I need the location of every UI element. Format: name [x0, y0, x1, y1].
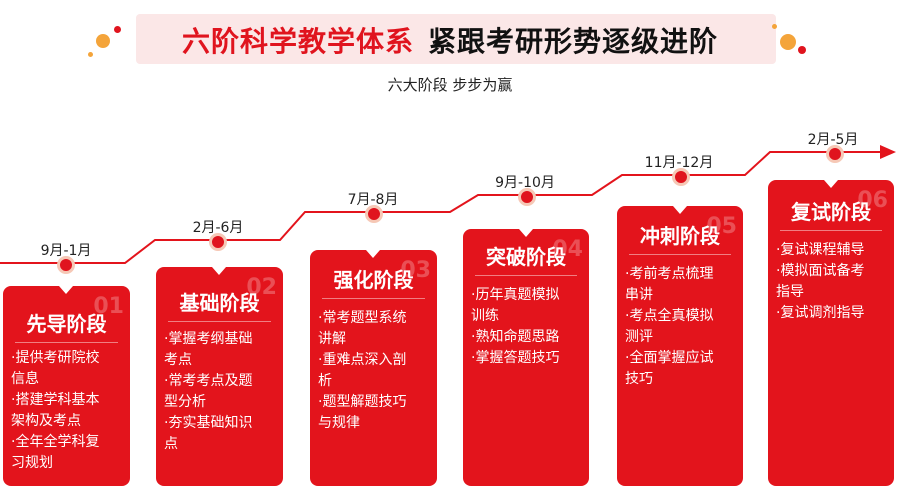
- stage-item: ·考点全真模拟: [625, 308, 714, 324]
- timeline-dot: [518, 188, 536, 206]
- card-notch: [59, 286, 73, 294]
- stage-name: 强化阶段: [333, 268, 414, 292]
- stage-item: ·历年真题模拟: [471, 287, 560, 303]
- card-divider: [168, 321, 271, 322]
- timeline-step-line: [0, 151, 885, 264]
- card-notch: [519, 229, 533, 237]
- stage-item: ·夯实基础知识: [164, 415, 253, 431]
- stage-item: 架构及考点: [11, 413, 81, 429]
- stage-item: ·搭建学科基本: [11, 392, 100, 408]
- stage-item: 析: [318, 373, 332, 389]
- stage-item: ·题型解题技巧: [318, 394, 407, 410]
- stage-item: ·熟知命题思路: [471, 329, 560, 345]
- stage-number: 02: [246, 275, 277, 300]
- stage-item: 型分析: [164, 394, 206, 410]
- stage-items: ·考前考点梳理 串讲 ·考点全真模拟 测评 ·全面掌握应试 技巧: [625, 264, 737, 390]
- stage-item: 讲解: [318, 331, 346, 347]
- card-divider: [629, 254, 731, 255]
- stage-date: 11月-12月: [644, 155, 714, 171]
- stage-item: 训练: [471, 308, 499, 324]
- stage-items: ·复试课程辅导 ·模拟面试备考 指导 ·复试调剂指导: [776, 240, 888, 324]
- card-notch: [212, 267, 226, 275]
- page-title: 六阶科学教学体系紧跟考研形势逐级进阶: [0, 20, 900, 60]
- stage-name: 冲刺阶段: [640, 224, 720, 248]
- card-divider: [322, 298, 425, 299]
- card-notch: [366, 250, 380, 258]
- timeline-dot: [672, 168, 690, 186]
- timeline-dot: [57, 256, 75, 274]
- stage-item: ·模拟面试备考: [776, 263, 865, 279]
- card-notch: [673, 206, 687, 214]
- stage-card: 06 复试阶段 ·复试课程辅导 ·模拟面试备考 指导 ·复试调剂指导: [768, 180, 894, 486]
- stage-item: 测评: [625, 329, 653, 345]
- page-subtitle: 六大阶段 步步为赢: [387, 76, 513, 94]
- stage-item: ·常考考点及题: [164, 373, 253, 389]
- header: 六阶科学教学体系紧跟考研形势逐级进阶 六大阶段 步步为赢: [0, 0, 900, 94]
- deco-dot-right-tiny: [772, 24, 777, 29]
- stage-date: 9月-10月: [495, 175, 555, 191]
- deco-dot-left-tiny: [88, 52, 93, 57]
- card-divider: [780, 230, 882, 231]
- stage-item: ·复试课程辅导: [776, 242, 865, 258]
- stage-number: 06: [857, 188, 888, 213]
- stage-card: 03 强化阶段 ·常考题型系统 讲解 ·重难点深入剖 析 ·题型解题技巧 与规律: [310, 250, 437, 486]
- stage-item: ·全年全学科复: [11, 434, 100, 450]
- stage-item: ·考前考点梳理: [625, 266, 714, 282]
- stage-item: ·重难点深入剖: [318, 352, 407, 368]
- stage-item: 习规划: [11, 455, 53, 471]
- title-part-2: 紧跟考研形势逐级进阶: [428, 25, 719, 58]
- stage-date: 2月-6月: [192, 220, 244, 236]
- card-notch: [824, 180, 838, 188]
- timeline-dot: [365, 205, 383, 223]
- stage-item: 技巧: [625, 371, 653, 387]
- stage-number: 04: [552, 237, 583, 262]
- card-divider: [15, 342, 118, 343]
- timeline-dot: [209, 233, 227, 251]
- title-part-1: 六阶科学教学体系: [181, 25, 414, 58]
- stage-item: 信息: [11, 371, 39, 387]
- stage-items: ·常考题型系统 讲解 ·重难点深入剖 析 ·题型解题技巧 与规律: [318, 308, 431, 434]
- stage-card: 04 突破阶段 ·历年真题模拟 训练 ·熟知命题思路 ·掌握答题技巧: [463, 229, 589, 486]
- title-band: [136, 14, 776, 64]
- stage-name: 先导阶段: [26, 312, 107, 336]
- deco-dot-right-small: [798, 46, 806, 54]
- stage-card: 05 冲刺阶段 ·考前考点梳理 串讲 ·考点全真模拟 测评 ·全面掌握应试 技巧: [617, 206, 743, 486]
- stage-card: 02 基础阶段 ·掌握考纲基础 考点 ·常考考点及题 型分析 ·夯实基础知识 点: [156, 267, 283, 486]
- stage-number: 03: [400, 258, 431, 283]
- stage-item: 与规律: [318, 415, 360, 431]
- stage-name: 基础阶段: [179, 291, 260, 315]
- stage-item: ·常考题型系统: [318, 310, 407, 326]
- stage-card: 01 先导阶段 ·提供考研院校 信息 ·搭建学科基本 架构及考点 ·全年全学科复…: [3, 286, 130, 486]
- deco-dot-left-small: [114, 26, 121, 33]
- stage-item: 指导: [776, 284, 804, 300]
- stage-item: 点: [164, 436, 178, 452]
- stage-item: 考点: [164, 352, 192, 368]
- deco-dot-right-large: [780, 34, 796, 50]
- stage-items: ·掌握考纲基础 考点 ·常考考点及题 型分析 ·夯实基础知识 点: [164, 329, 277, 455]
- stage-date: 2月-5月: [807, 132, 859, 148]
- timeline-dot: [826, 145, 844, 163]
- stage-items: ·历年真题模拟 训练 ·熟知命题思路 ·掌握答题技巧: [471, 285, 583, 369]
- stage-items: ·提供考研院校 信息 ·搭建学科基本 架构及考点 ·全年全学科复 习规划: [11, 348, 124, 474]
- timeline-arrowhead: [880, 145, 896, 159]
- stage-name: 复试阶段: [791, 200, 871, 224]
- card-divider: [475, 275, 577, 276]
- stage-date: 7月-8月: [347, 192, 399, 208]
- stage-item: ·提供考研院校: [11, 350, 100, 366]
- stage-item: ·全面掌握应试: [625, 350, 714, 366]
- stage-item: 串讲: [625, 287, 653, 303]
- stage-number: 05: [706, 214, 737, 239]
- stage-name: 突破阶段: [486, 245, 566, 269]
- stage-date: 9月-1月: [40, 243, 92, 259]
- stage-item: ·掌握答题技巧: [471, 350, 560, 366]
- stage-item: ·复试调剂指导: [776, 305, 865, 321]
- stage-number: 01: [93, 294, 124, 319]
- stage-item: ·掌握考纲基础: [164, 331, 253, 347]
- deco-dot-left-large: [96, 34, 110, 48]
